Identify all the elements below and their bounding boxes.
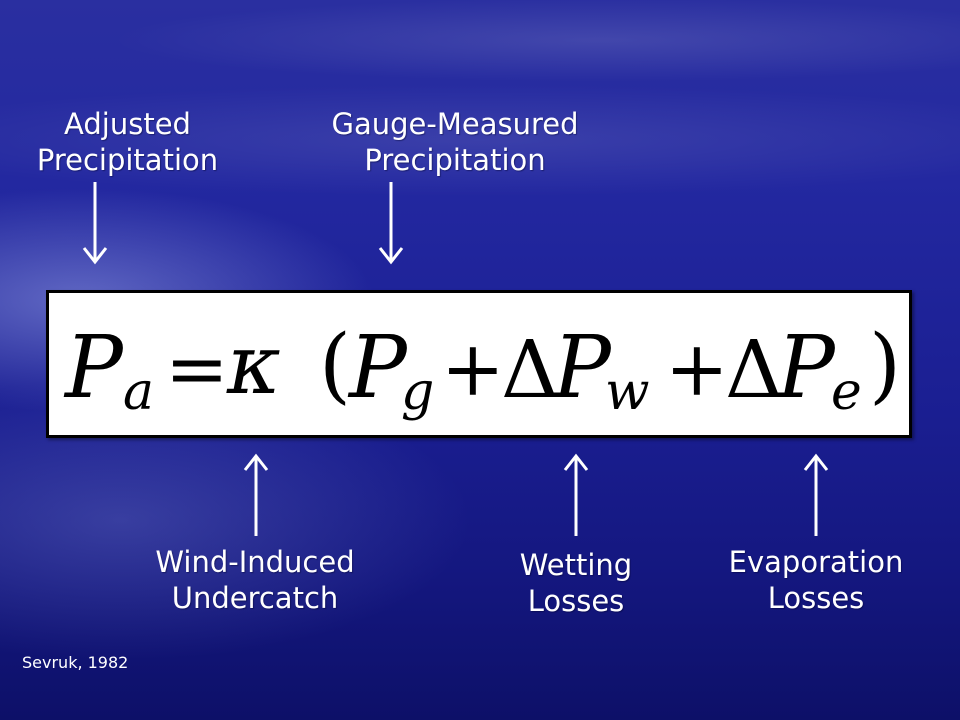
label-gauge-measured-precipitation: Gauge-Measured Precipitation xyxy=(331,107,579,177)
eq-delta-1: Δ xyxy=(501,323,559,416)
label-wind-induced-undercatch: Wind-Induced Undercatch xyxy=(155,545,355,615)
eq-plus-1: + xyxy=(441,324,505,413)
label-wetting-losses: Wetting Losses xyxy=(519,548,633,618)
eq-close-paren: ) xyxy=(869,318,901,413)
label-evaporation-losses: Evaporation Losses xyxy=(728,545,904,615)
eq-lhs-symbol: P xyxy=(63,318,125,418)
arrow-down-gauge xyxy=(378,182,404,265)
eq-term3-sub: e xyxy=(831,362,862,422)
eq-equals: = xyxy=(165,324,229,413)
eq-plus-2: + xyxy=(665,324,729,413)
citation: Sevruk, 1982 xyxy=(22,653,129,672)
eq-open-paren: ( xyxy=(319,318,351,413)
label-adjusted-precipitation: Adjusted Precipitation xyxy=(36,107,219,177)
eq-term2-sub: w xyxy=(605,362,650,422)
equation: P a = κ ( P g + Δ P w + Δ P e ) xyxy=(63,318,901,422)
eq-term1-sub: g xyxy=(401,362,434,422)
eq-kappa: κ xyxy=(226,318,281,413)
eq-term1-symbol: P xyxy=(347,318,409,418)
arrow-down-adjusted xyxy=(82,182,108,265)
eq-lhs-sub: a xyxy=(123,362,154,422)
arrow-up-wind xyxy=(243,453,269,536)
arrow-up-evaporation xyxy=(803,453,829,536)
eq-term3-symbol: P xyxy=(775,318,837,418)
arrow-up-wetting xyxy=(563,453,589,536)
eq-delta-2: Δ xyxy=(725,323,783,416)
eq-term2-symbol: P xyxy=(551,318,613,418)
equation-box: P a = κ ( P g + Δ P w + Δ P e ) xyxy=(46,290,912,438)
